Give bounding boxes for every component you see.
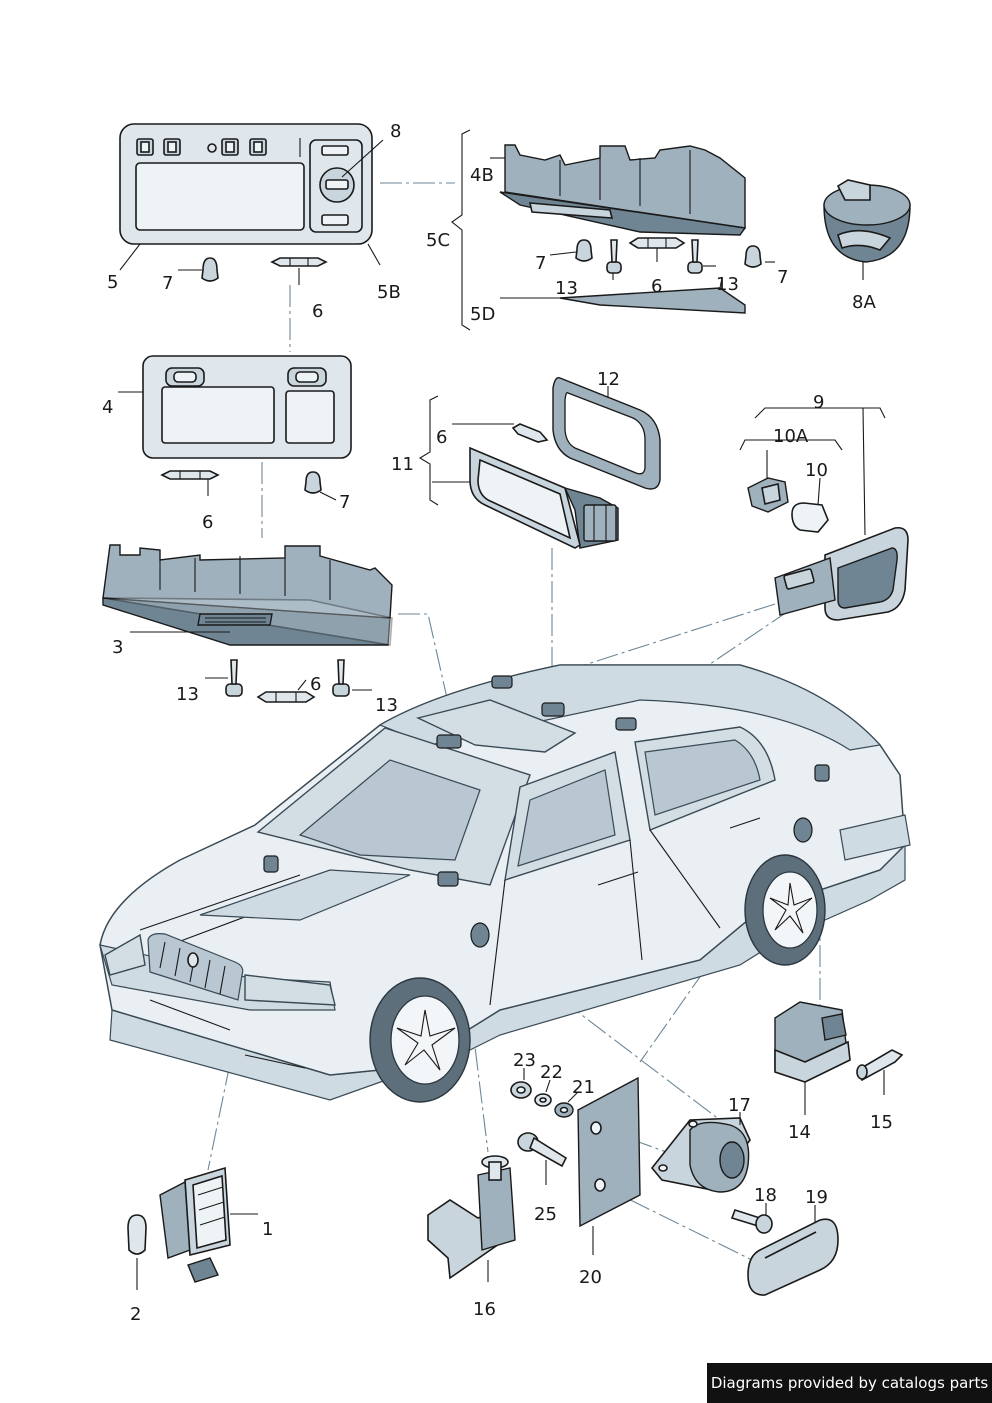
label-11: 11	[391, 454, 414, 475]
part-18-screw	[730, 1209, 773, 1234]
label-18: 18	[754, 1185, 777, 1206]
label-5D: 5D	[470, 304, 495, 325]
part-20-gasket	[577, 1076, 641, 1228]
label-6: 6	[310, 674, 321, 695]
label-12: 12	[597, 369, 620, 390]
label-20: 20	[579, 1267, 602, 1288]
part-4-lamp-bezel	[142, 355, 352, 459]
part-2-bulb	[127, 1214, 147, 1255]
part-22-washer	[534, 1093, 552, 1107]
label-7: 7	[339, 492, 350, 513]
part-1-footwell-lamp	[159, 1166, 231, 1283]
part-11-interior-lamp	[469, 446, 619, 549]
label-9: 9	[813, 392, 824, 413]
part-25-bolt	[517, 1132, 568, 1168]
label-15: 15	[870, 1112, 893, 1133]
label-5: 5	[107, 272, 118, 293]
part-16-door-contact	[427, 1155, 516, 1280]
label-25: 25	[534, 1204, 557, 1225]
label-14: 14	[788, 1122, 811, 1143]
label-22: 22	[540, 1062, 563, 1083]
label-8: 8	[390, 121, 401, 142]
part-10A-bulb-socket	[747, 477, 789, 513]
part-9-rocker-switch	[774, 526, 909, 621]
label-5C: 5C	[426, 230, 450, 251]
part-13-screw-a	[225, 659, 243, 697]
label-7: 7	[535, 253, 546, 274]
part-6-festoon-bulb-b	[160, 470, 220, 480]
credit-banner: Diagrams provided by catalogs parts	[707, 1363, 992, 1403]
part-7-capsule-b	[304, 471, 322, 494]
label-23: 23	[513, 1050, 536, 1071]
part-13-screw-d	[687, 239, 703, 274]
part-19-lens	[747, 1218, 839, 1296]
label-10A: 10A	[773, 426, 809, 447]
label-5B: 5B	[377, 282, 401, 303]
label-7: 7	[162, 273, 173, 294]
label-17: 17	[728, 1095, 751, 1116]
part-5-console-bezel	[119, 123, 373, 245]
label-2: 2	[130, 1304, 141, 1325]
part-7-capsule-d	[744, 245, 762, 268]
label-1: 1	[262, 1219, 273, 1240]
label-6: 6	[436, 427, 447, 448]
part-21-washer	[554, 1102, 574, 1118]
location-markers	[263, 675, 830, 887]
label-6: 6	[651, 276, 662, 297]
part-13-screw-b	[332, 659, 350, 697]
label-13: 13	[176, 684, 199, 705]
part-6-festoon-bulb-c	[256, 691, 316, 703]
callout-lines	[118, 129, 886, 1290]
part-5D-trim-strip	[559, 287, 746, 314]
label-3: 3	[112, 637, 123, 658]
label-4: 4	[102, 397, 113, 418]
part-12-lens-seal	[552, 377, 661, 490]
label-13: 13	[375, 695, 398, 716]
part-6-festoon-bulb-a	[270, 257, 328, 267]
label-6: 6	[202, 512, 213, 533]
label-13: 13	[716, 274, 739, 295]
part-10-wedge-bulb	[791, 502, 829, 533]
part-labels: 8 5 7 5B 6 4B 5C 7 6 13 13 7 5D 8A 4 6 7…	[102, 121, 893, 1325]
part-4B-upper-housing	[499, 144, 747, 236]
part-17-lamp-housing	[650, 1117, 751, 1193]
part-13-screw-c	[606, 239, 622, 274]
part-6-festoon-bulb-d	[628, 237, 686, 249]
part-7-capsule-c	[575, 239, 593, 262]
label-4B: 4B	[470, 165, 494, 186]
part-8A-rotary-switch	[823, 179, 911, 263]
part-14-boot-lamp	[774, 1001, 851, 1083]
label-6: 6	[312, 301, 323, 322]
part-23-nut	[510, 1081, 532, 1099]
part-3-lamp-housing	[102, 544, 393, 646]
label-7: 7	[777, 267, 788, 288]
part-15-festoon-bulb	[856, 1049, 904, 1082]
label-13: 13	[555, 278, 578, 299]
label-16: 16	[473, 1299, 496, 1320]
label-19: 19	[805, 1187, 828, 1208]
label-8A: 8A	[852, 292, 876, 313]
part-6-festoon-bulb-e	[511, 423, 549, 443]
label-10: 10	[805, 460, 828, 481]
label-21: 21	[572, 1077, 595, 1098]
part-7-capsule-a	[201, 257, 219, 282]
